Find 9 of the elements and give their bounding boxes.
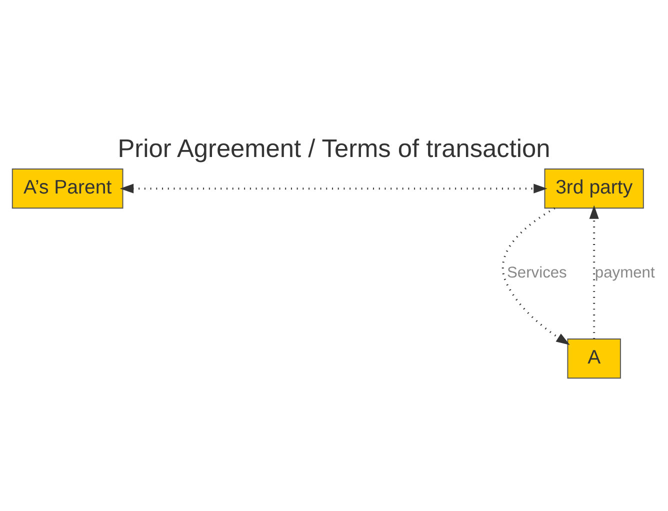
arrow — [589, 205, 599, 339]
diagram-title: Prior Agreement / Terms of transaction — [118, 135, 550, 164]
arrow — [502, 207, 570, 345]
node-box: 3rd party — [544, 168, 644, 209]
arrow — [120, 184, 548, 194]
node-box: A — [567, 338, 621, 379]
node-box: A’s Parent — [12, 168, 124, 209]
edge-label: Services — [507, 264, 567, 282]
edge-label: payment — [594, 264, 655, 282]
